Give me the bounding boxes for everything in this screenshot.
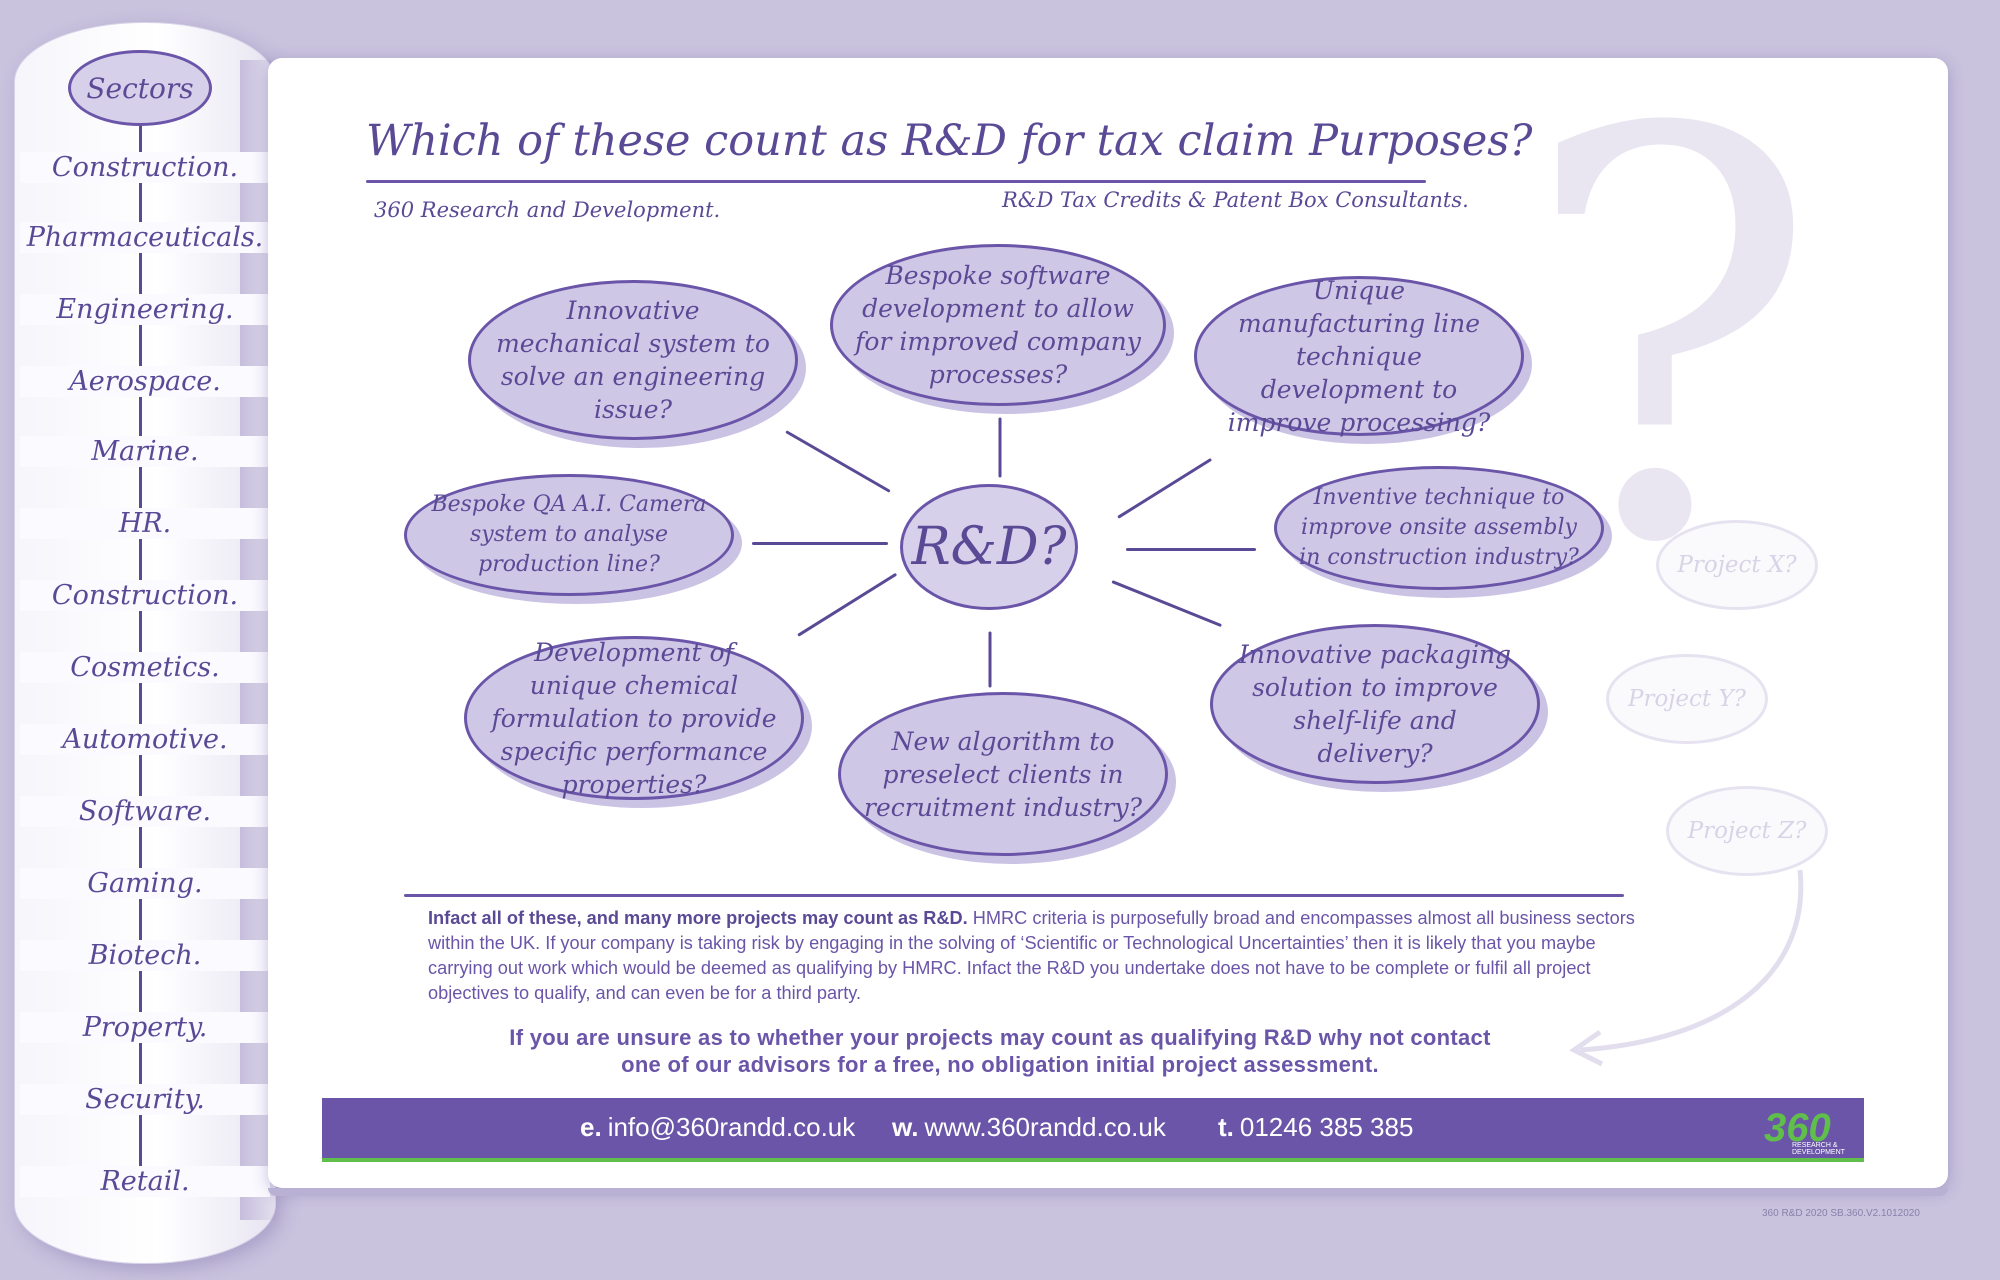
sector-item: Cosmetics.	[20, 652, 270, 683]
sectors-scroll	[14, 22, 276, 1264]
sector-item: Retail.	[20, 1166, 270, 1197]
bubble-text: Bespoke software development to allow fo…	[855, 261, 1141, 389]
title-underline	[366, 180, 1426, 183]
phone-contact[interactable]: t.01246 385 385	[1218, 1112, 1413, 1143]
bubble-text: Unique manufacturing line technique deve…	[1227, 275, 1491, 437]
bubble-text: Innovative packaging solution to improve…	[1238, 640, 1512, 768]
phone-number[interactable]: 01246 385 385	[1239, 1112, 1414, 1142]
document-reference: 360 R&D 2020 SB.360.V2.1012020	[1762, 1208, 1920, 1219]
sector-item: Marine.	[20, 436, 270, 467]
body-paragraph: Infact all of these, and many more proje…	[428, 906, 1646, 1006]
logo-sub-line: RESEARCH &	[1792, 1142, 1838, 1149]
email-link[interactable]: info@360randd.co.uk	[607, 1112, 856, 1142]
bubble-text: Innovative mechanical system to solve an…	[496, 296, 770, 424]
email-contact[interactable]: e.info@360randd.co.uk	[580, 1112, 855, 1143]
bubble-text: New algorithm to preselect clients in re…	[864, 726, 1142, 822]
company-name: 360 Research and Development.	[374, 198, 721, 222]
bubble-text: Development of unique chemical formulati…	[491, 637, 777, 799]
bubble-text: Inventive technique to improve onsite as…	[1299, 485, 1579, 570]
bubble-qa-ai: Bespoke QA A.I. Camera system to analyse…	[404, 474, 734, 596]
bubble-construction: Inventive technique to improve onsite as…	[1274, 466, 1604, 590]
bubble-mechanical: Innovative mechanical system to solve an…	[468, 280, 798, 440]
sector-item: Engineering.	[20, 294, 270, 325]
email-prefix: e.	[580, 1112, 602, 1142]
bubble-chemical: Development of unique chemical formulati…	[464, 636, 804, 800]
project-y-bubble: Project Y?	[1606, 654, 1768, 744]
project-z-bubble: Project Z?	[1666, 786, 1828, 876]
spoke-line	[988, 631, 992, 688]
page-title: Which of these count as R&D for tax clai…	[366, 116, 1533, 166]
sector-item: Security.	[20, 1084, 270, 1115]
cta-line-1: If you are unsure as to whether your pro…	[509, 1025, 1491, 1050]
sector-item: Software.	[20, 796, 270, 827]
body-lead: Infact all of these, and many more proje…	[428, 908, 968, 928]
phone-prefix: t.	[1218, 1112, 1234, 1142]
project-x-bubble: Project X?	[1656, 520, 1818, 610]
sector-item: Property.	[20, 1012, 270, 1043]
company-tagline: R&D Tax Credits & Patent Box Consultants…	[1002, 188, 1469, 212]
brand-logo: 360	[1764, 1106, 1831, 1150]
card-edge	[268, 1188, 1948, 1196]
sector-item: Biotech.	[20, 940, 270, 971]
spoke-line	[752, 542, 888, 545]
bubble-manufacturing: Unique manufacturing line technique deve…	[1194, 275, 1524, 437]
web-prefix: w.	[892, 1112, 919, 1142]
main-card	[268, 58, 1948, 1188]
bubble-text: Bespoke QA A.I. Camera system to analyse…	[431, 492, 707, 577]
bubble-packaging: Innovative packaging solution to improve…	[1210, 624, 1540, 784]
call-to-action: If you are unsure as to whether your pro…	[420, 1024, 1580, 1078]
bubble-software: Bespoke software development to allow fo…	[830, 244, 1166, 406]
sector-item: Aerospace.	[20, 366, 270, 397]
cta-line-2: one of our advisors for a free, no oblig…	[621, 1052, 1379, 1077]
sector-item: Construction.	[20, 152, 270, 183]
body-divider	[404, 894, 1624, 897]
brand-logo-subtitle: RESEARCH &DEVELOPMENT	[1792, 1142, 1845, 1156]
web-link[interactable]: www.360randd.co.uk	[924, 1112, 1166, 1142]
spoke-line	[998, 417, 1002, 478]
body-detail: HMRC criteria is purposefully broad and …	[428, 908, 1635, 1003]
sector-connector-line	[139, 120, 142, 1170]
sector-item: Automotive.	[20, 724, 270, 755]
spoke-line	[1126, 548, 1256, 551]
web-contact[interactable]: w.www.360randd.co.uk	[892, 1112, 1166, 1143]
contact-footer: e.info@360randd.co.uk w.www.360randd.co.…	[322, 1098, 1864, 1162]
sector-item: Gaming.	[20, 868, 270, 899]
sectors-heading: Sectors	[68, 50, 212, 126]
return-arrow-icon	[1569, 869, 1804, 1067]
sector-item: Construction.	[20, 580, 270, 611]
logo-sub-line: DEVELOPMENT	[1792, 1149, 1845, 1156]
sector-item: HR.	[20, 508, 270, 539]
center-node: R&D?	[900, 484, 1078, 610]
bubble-algorithm: New algorithm to preselect clients in re…	[838, 692, 1168, 856]
sector-item: Pharmaceuticals.	[20, 222, 270, 253]
